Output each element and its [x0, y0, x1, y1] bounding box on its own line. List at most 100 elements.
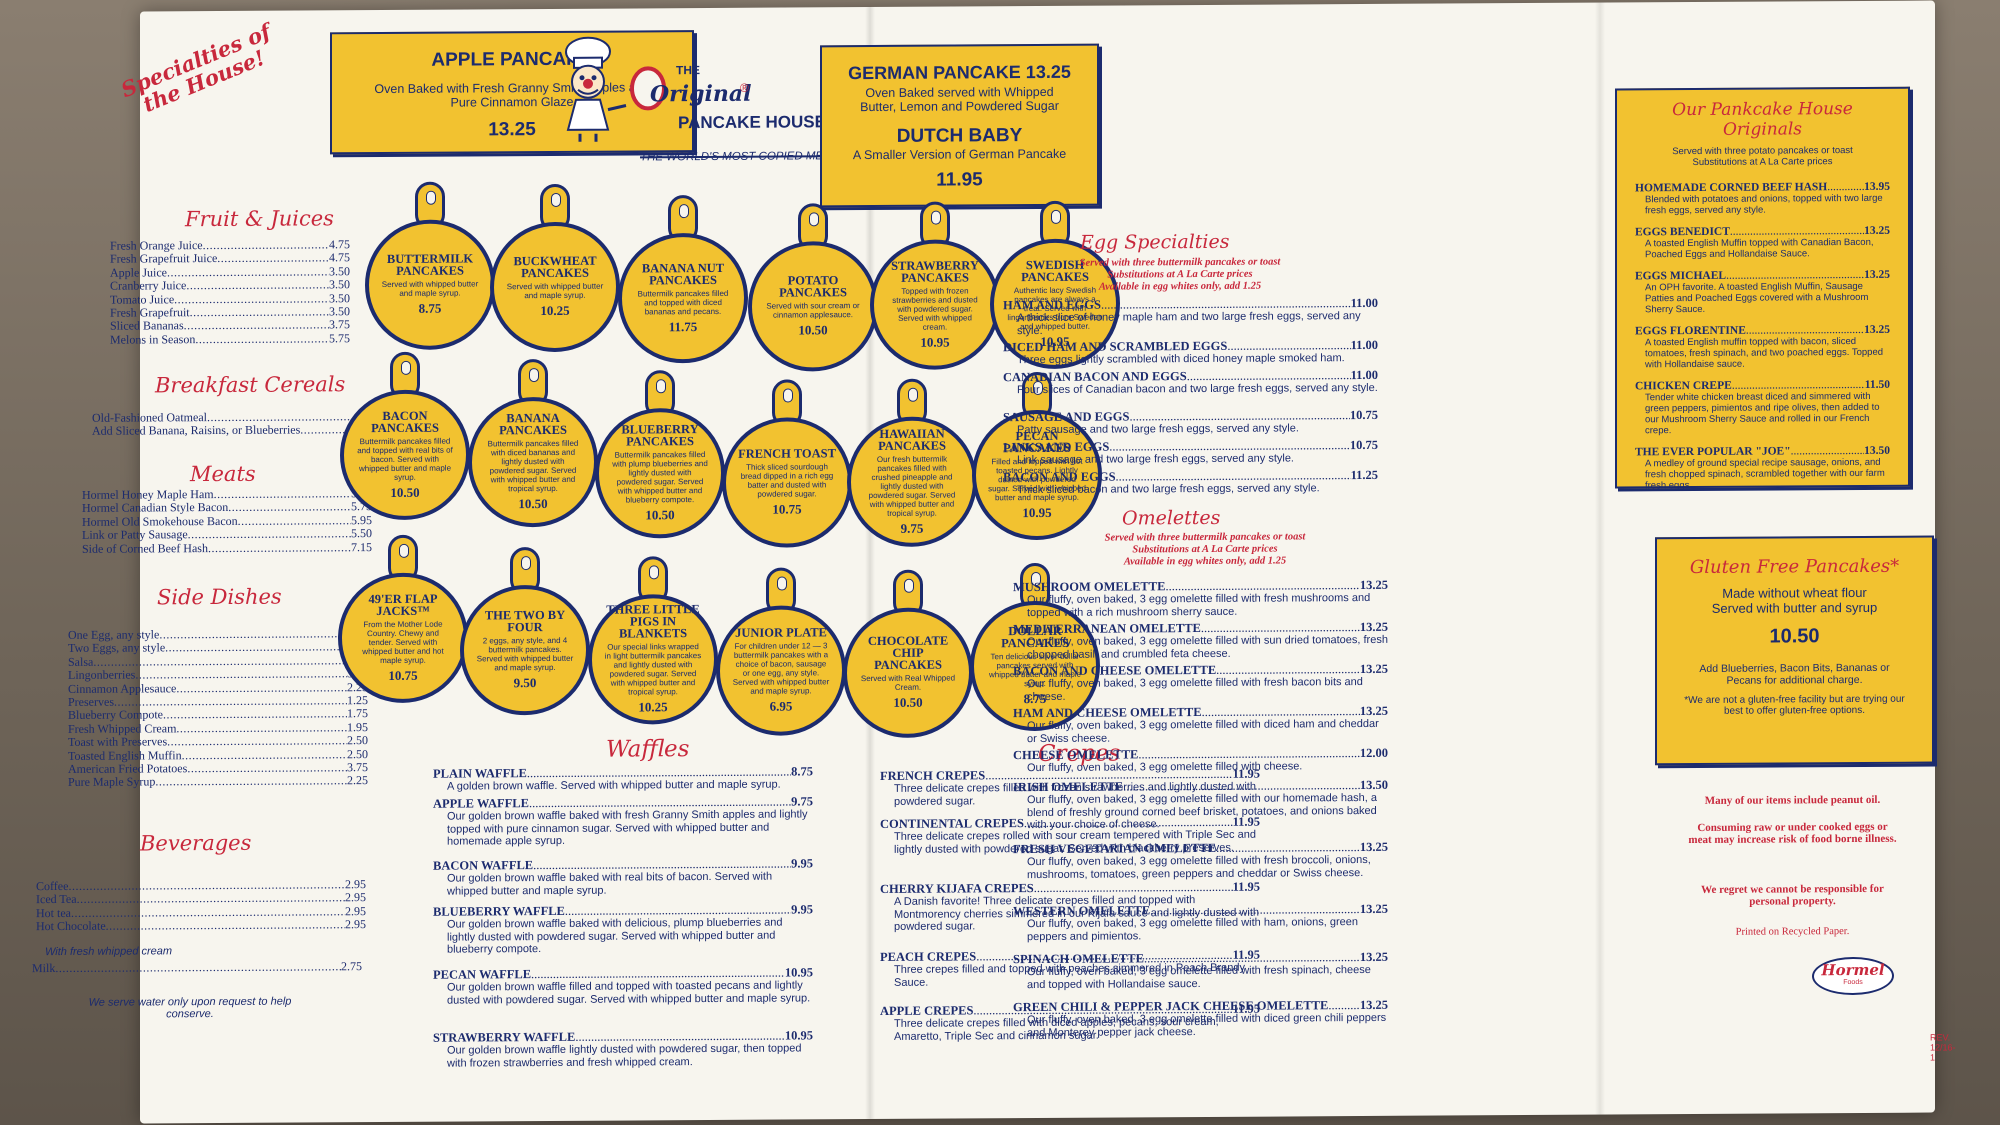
crepe-name: FRENCH CREPES	[880, 768, 986, 783]
egg-specialty-desc: Three eggs lightly scrambled with diced …	[1017, 352, 1345, 367]
leader-dots	[531, 966, 785, 982]
original-entry: EGGS BENEDICT13.25A toasted English Muff…	[1635, 225, 1890, 261]
skillet-item-desc: 2 eggs, any style, and 4 buttermilk panc…	[476, 635, 574, 673]
original-price: 13.25	[1864, 323, 1890, 336]
leader-dots	[1791, 445, 1865, 457]
skillet-item-price: 11.75	[668, 318, 698, 334]
fruit-item-price: 3.75	[329, 317, 350, 332]
hormel-logo: Hormel Foods	[1812, 956, 1894, 996]
cereal-item-name: Add Sliced Banana, Raisins, or Blueberri…	[92, 422, 301, 439]
leader-dots	[1730, 225, 1864, 238]
brand-name: PANCAKE HOUSE	[678, 112, 826, 133]
skillet-item-price: 9.75	[900, 520, 924, 536]
leader-dots	[1227, 338, 1350, 353]
skillet-item-name: CHOCOLATE CHIP PANCAKES	[867, 633, 949, 672]
crepe-name: CONTINENTAL CREPES	[880, 816, 1024, 831]
skillet-item-price: 6.95	[769, 698, 793, 714]
omelette-desc: Our fluffy, oven baked, 3 egg omelette f…	[1027, 717, 1379, 745]
waffle-desc: Our golden brown waffle baked with real …	[447, 870, 773, 898]
waffles-title: Waffles	[606, 736, 690, 763]
fruit-item-row: Melons in Season5.75	[110, 331, 350, 347]
cereal-item-row: Add Sliced Banana, Raisins, or Blueberri…	[92, 422, 382, 439]
chef-mascot-icon	[565, 36, 627, 142]
original-price: 13.25	[1864, 268, 1890, 281]
leader-dots	[176, 721, 347, 735]
waffle-desc: Our golden brown waffle baked with fresh…	[447, 808, 808, 848]
leader-dots	[187, 761, 347, 775]
leader-dots	[1116, 468, 1351, 483]
omelette-name: FRESH VEGETARIAN OMELETTE	[1013, 840, 1217, 857]
leader-dots	[214, 487, 351, 501]
omelette-price: 13.25	[1359, 901, 1388, 917]
skillet-item-desc: Buttermilk pancakes filled with diced ba…	[487, 438, 579, 494]
leader-dots	[186, 279, 329, 293]
raw-eggs-note: Consuming raw or under cooked eggs or me…	[1688, 820, 1897, 847]
skillet-item-desc: Thick sliced sourdough bread dipped in a…	[740, 462, 834, 499]
beverages-title: Beverages	[140, 830, 252, 856]
waffle-price: 9.95	[791, 856, 813, 871]
skillet-item-price: 10.95	[920, 334, 950, 350]
omelette-price: 13.25	[1359, 661, 1388, 677]
skillet-item-desc: Our fresh buttermilk pancakes filled wit…	[868, 454, 956, 518]
skillet-item-name: HAWAIIAN PANCAKES	[878, 426, 946, 453]
waffle-price: 8.75	[791, 764, 813, 779]
breakfast-cereals-title: Breakfast Cereals	[155, 372, 346, 398]
leader-dots	[1216, 840, 1360, 855]
omelette-desc: Our fluffy, oven baked, 3 egg omelette f…	[1027, 633, 1388, 661]
original-desc: A toasted English Muffin topped with Can…	[1645, 236, 1874, 261]
side-item-name: Cinnamon Applesauce	[68, 680, 177, 696]
side-item-name: Pure Maple Syrup	[68, 774, 156, 790]
leader-dots	[190, 305, 329, 319]
german-pancake-box: GERMAN PANCAKE 13.25 Oven Baked served w…	[820, 43, 1099, 208]
originals-sub: Served with three potato pancakes or toa…	[1672, 145, 1853, 168]
egg-specialty-name: HAM AND EGGS	[1003, 297, 1101, 313]
omelette-desc: Our fluffy, oven baked, 3 egg omelette f…	[1027, 853, 1371, 881]
omelette-name: HAM AND CHEESE OMELETTE	[1013, 704, 1202, 721]
waffle-name: STRAWBERRY WAFFLE	[433, 1029, 576, 1045]
omelette-name: MEDITERRANEAN OMELETTE	[1013, 621, 1201, 637]
waffle-price: 9.95	[791, 902, 813, 917]
original-price: 11.50	[1864, 378, 1890, 391]
leader-dots	[159, 627, 347, 642]
egg-specialty-name: BACON AND EGGS	[1003, 469, 1116, 485]
side-dishes-title: Side Dishes	[157, 584, 282, 610]
egg-specialty-desc: Thick sliced bacon and two large fresh e…	[1017, 482, 1320, 497]
egg-specialty-price: 11.00	[1350, 295, 1378, 311]
brand-original: Original	[650, 80, 752, 108]
skillet-item-price: 10.50	[518, 495, 548, 512]
gluten-free-box: Gluten Free Pancakes* Made without wheat…	[1655, 535, 1934, 766]
egg-specialty-desc: A thick slice of honey maple ham and two…	[1017, 310, 1361, 337]
dutch-baby-desc: A Smaller Version of German Pancake	[852, 146, 1067, 163]
skillet-item-price: 10.75	[388, 667, 418, 683]
waffle-name: BLUEBERRY WAFFLE	[433, 903, 565, 919]
skillet-item-name: BANANA NUT PANCAKES	[641, 260, 725, 287]
skillet-item-price: 10.95	[1022, 504, 1052, 520]
meat-item-name: Side of Corned Beef Hash	[82, 540, 208, 556]
skillet-item-name: BLUEBERRY PANCAKES	[621, 422, 699, 449]
waffle-price: 10.95	[784, 1028, 813, 1043]
leader-dots	[1726, 269, 1864, 282]
fruit-juices-title: Fruit & Juices	[185, 206, 334, 232]
leader-dots	[1101, 296, 1351, 312]
original-price: 13.50	[1864, 444, 1890, 457]
leader-dots	[575, 1029, 785, 1044]
beverage-item-row: Hot Chocolate2.95	[36, 917, 366, 933]
side-item-row: Pure Maple Syrup 2.25	[68, 773, 368, 790]
side-item-price: 2.25	[347, 773, 368, 788]
